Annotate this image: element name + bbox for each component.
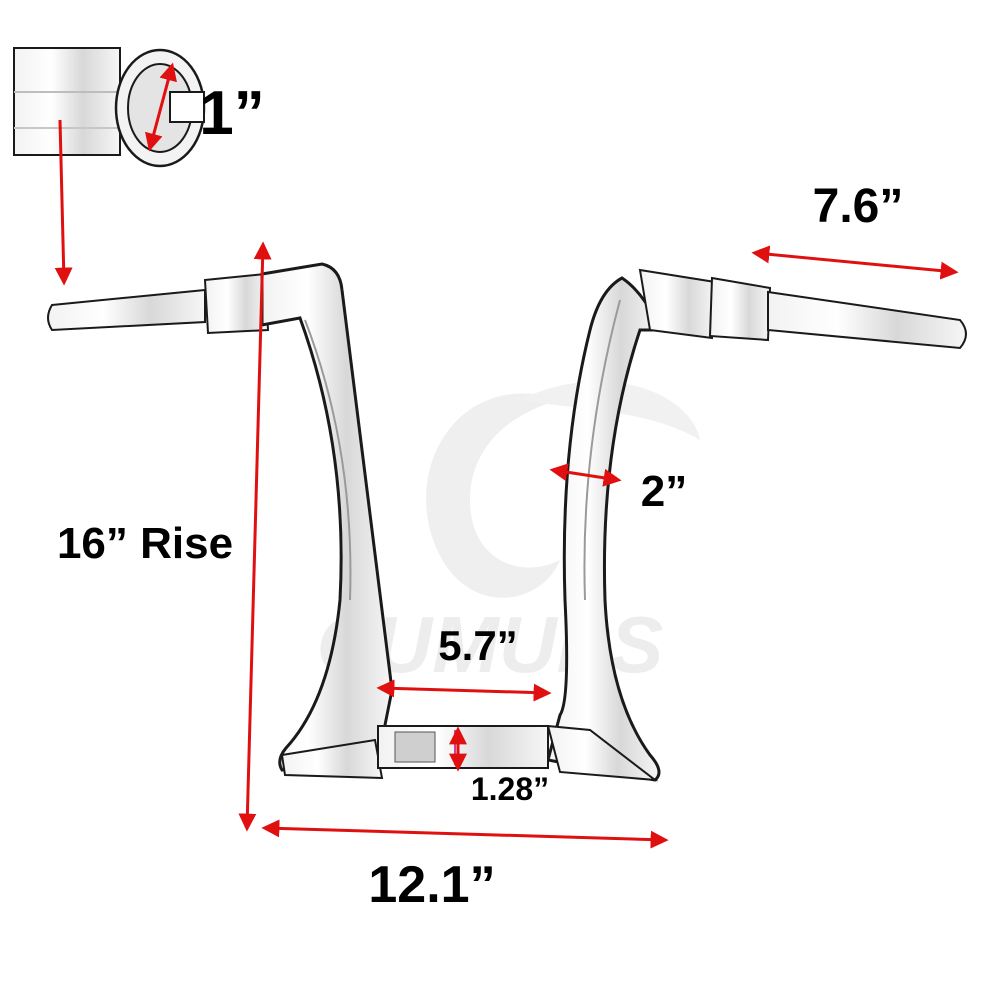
center-width-arrow <box>376 679 552 702</box>
inner-diameter-label: 1” <box>199 79 264 148</box>
end-length-label: 7.6” <box>813 180 904 233</box>
dimension-arrows <box>54 62 959 849</box>
riser-width-arrow <box>549 463 622 487</box>
right-riser <box>546 276 663 782</box>
left-riser <box>260 262 394 772</box>
rise-arrow <box>238 241 272 832</box>
overall-width-arrow <box>261 819 669 849</box>
center-diameter-label: 1.28” <box>471 771 549 807</box>
end-length-arrow <box>751 245 959 280</box>
inset-tube-end <box>13 47 206 168</box>
left-end-tube <box>47 272 270 335</box>
inner-diameter-arrow <box>145 62 177 152</box>
inset-pointer-arrow <box>54 119 73 286</box>
overall-width-label: 12.1” <box>368 856 495 914</box>
riser-width-label: 2” <box>641 467 687 516</box>
center-width-label: 5.7” <box>438 622 517 669</box>
left-riser-highlight <box>304 319 352 601</box>
rise-label: 16” Rise <box>57 519 233 568</box>
right-riser-highlight <box>583 299 621 601</box>
right-end-tube <box>638 268 967 350</box>
